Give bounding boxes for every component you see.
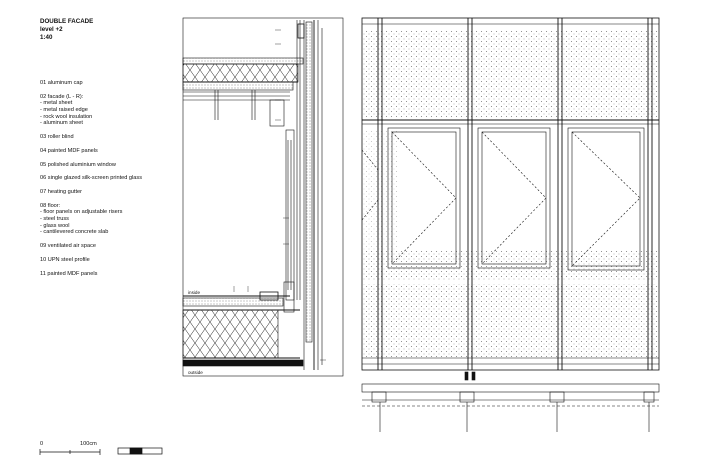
scalebar-end-label: 100cm [80, 441, 97, 447]
drawing-title: DOUBLE FACADE [40, 18, 94, 25]
legend-item-subline: - steel truss [40, 216, 69, 223]
printed-glass-top [362, 30, 658, 118]
facade-layers [285, 20, 323, 370]
legend-item: 01 aluminum cap [40, 80, 142, 87]
legend-item: 07 heating gutter [40, 189, 142, 196]
drawing-scale: 1:40 [40, 34, 53, 42]
scalebar-start-label: 0 [40, 441, 44, 447]
legend-item-subline: - metal sheet [40, 100, 73, 107]
outside-label: outside [188, 370, 203, 375]
legend-item-label: 10 UPN steel profile [40, 256, 90, 263]
legend-item-label: 02 facade (L - R): [40, 93, 84, 100]
legend-item-label: 08 floor: [40, 202, 61, 209]
scalebar [39, 447, 163, 455]
legend-item-subline: - rock wool insulation [40, 113, 93, 120]
legend-item-subline: - metal raised edge [40, 106, 88, 113]
legend-item-label: 04 painted MDF panels [40, 147, 98, 154]
legend-item-label: 05 polished aluminium window [40, 161, 116, 168]
legend-item: 04 painted MDF panels [40, 148, 142, 155]
legend-item: 08 floor:- floor panels on adjustable ri… [40, 203, 142, 236]
windows [361, 127, 645, 271]
facade-elevation [361, 17, 660, 432]
plan-detail [361, 371, 660, 432]
legend-item: 10 UPN steel profile [40, 257, 142, 264]
legend-item: 09 ventilated air space [40, 243, 142, 250]
mullions [377, 18, 653, 370]
legend-item-label: 09 ventilated air space [40, 243, 96, 249]
legend-item: 03 roller blind [40, 134, 142, 141]
legend-item: 06 single glazed silk-screen printed gla… [40, 175, 142, 182]
printed-glass-bottom [362, 284, 658, 358]
legend-item-label: 03 roller blind [40, 133, 74, 140]
legend-item-subline: - cantilevered concrete slab [40, 229, 109, 236]
inside-label: inside [188, 290, 201, 295]
legend-item: 02 facade (L - R):- metal sheet- metal r… [40, 94, 142, 127]
drawing-level: level +2 [40, 26, 63, 34]
printed-glass-band [362, 250, 658, 280]
legend-item-label: 06 single glazed silk-screen printed gla… [40, 175, 142, 182]
upper-floor-slab [182, 57, 304, 127]
legend-item: 11 painted MDF panels [40, 271, 142, 278]
legend-item-subline: - glass wool [40, 222, 70, 229]
section-frame [182, 17, 344, 377]
legend-item-subline: - floor panels on adjustable risers [40, 209, 123, 216]
legend-item-label: 01 aluminum cap [40, 80, 83, 86]
drawing-title-block: DOUBLE FACADE level +2 1:40 [40, 18, 93, 43]
dimension-ticks [233, 29, 326, 361]
lower-floor-slab [182, 281, 304, 367]
legend-item-subline: - aluminum sheet [40, 120, 83, 127]
section-drawing [182, 17, 344, 377]
legend-item-label: 07 heating gutter [40, 189, 82, 196]
legend-item: 05 polished aluminium window [40, 162, 142, 169]
elevation-frame [361, 17, 660, 371]
legend-item-label: 11 painted MDF panels [40, 270, 98, 277]
